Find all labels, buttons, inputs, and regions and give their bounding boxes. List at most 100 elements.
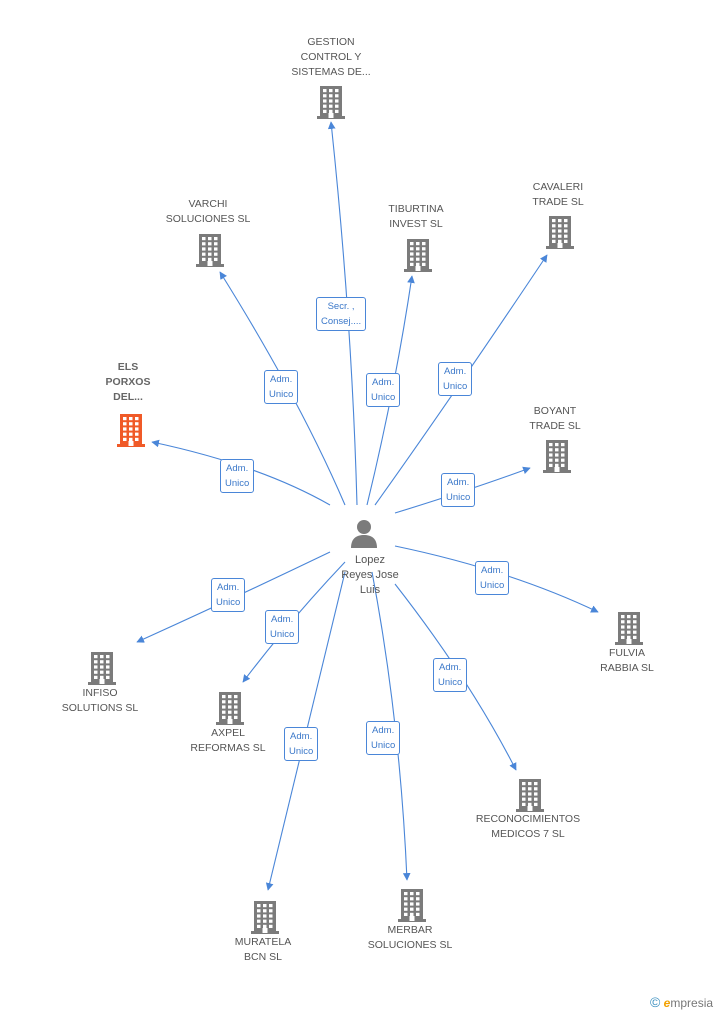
company-node-merbar[interactable] (396, 887, 428, 928)
company-node-els[interactable] (115, 412, 147, 453)
role-badge-reconocimientos: Adm.Unico (433, 658, 468, 692)
role-text: Adm. (290, 731, 313, 742)
brand-initial: e (663, 996, 671, 1010)
role-badge-els: Adm. Unico (220, 459, 255, 493)
person-icon[interactable] (349, 518, 379, 553)
role-text: Unico (480, 580, 505, 591)
company-label-line: MERBAR (387, 924, 433, 936)
company-label-line: BCN SL (244, 951, 282, 963)
company-label-fulvia[interactable]: FULVIA RABBIA SL (557, 646, 697, 676)
role-badge-merbar: Adm. Unico (366, 721, 401, 755)
role-text: Adm. (217, 582, 240, 593)
company-label-line: MEDICOS 7 SL (491, 828, 565, 840)
role-badge-muratela: Adm. Unico (284, 727, 319, 761)
building-icon (516, 779, 544, 812)
role-badge-gestion: Secr. , Consej.... (316, 297, 367, 331)
company-label-infiso[interactable]: INFISO SOLUTIONS SL (30, 686, 170, 716)
role-text: Unico (443, 381, 468, 392)
company-label-boyant[interactable]: BOYANT TRADE SL (485, 404, 625, 434)
company-label-line: MURATELA (234, 936, 292, 948)
person-glyph (351, 520, 377, 548)
building-icon (398, 889, 426, 922)
company-node-gestion[interactable] (315, 84, 347, 125)
role-badge-tiburtina: Adm. Unico (366, 373, 401, 407)
brand-footer[interactable]: © empresia (650, 994, 713, 1010)
company-label-line: REFORMAS SL (190, 742, 266, 754)
company-label-line: FULVIA (609, 647, 645, 659)
company-label-line: TIBURTINA (388, 203, 444, 215)
company-node-boyant[interactable] (541, 438, 573, 479)
role-text: Unico (270, 629, 295, 640)
building-icon (88, 652, 116, 685)
company-label-line: PORXOS (105, 376, 151, 388)
company-label-line: CAVALERI (532, 181, 584, 193)
role-badge-varchi: Adm. Unico (264, 370, 299, 404)
company-label-line: INVEST SL (389, 218, 443, 230)
company-node-cavaleri[interactable] (544, 214, 576, 255)
company-node-infiso[interactable] (86, 650, 118, 691)
role-badge-infiso: Adm. Unico (211, 578, 246, 612)
building-icon (251, 901, 279, 934)
role-badge-fulvia: Adm. Unico (475, 561, 510, 595)
company-label-cavaleri[interactable]: CAVALERI TRADE SL (488, 180, 628, 210)
role-text: Unico (446, 492, 471, 503)
company-label-line: ELS (117, 361, 139, 373)
role-text: Adm. (444, 366, 467, 377)
company-label-line: AXPEL (211, 727, 245, 739)
building-icon (216, 692, 244, 725)
center-person-label: Lopez Reyes Jose Luis (341, 554, 399, 596)
company-label-line: DEL... (113, 391, 143, 403)
company-label-line: TRADE SL (529, 420, 581, 432)
company-label-line: SOLUTIONS SL (61, 702, 139, 714)
role-text: Unico (371, 740, 396, 751)
company-node-tiburtina[interactable] (402, 237, 434, 278)
role-text: Adm. (271, 614, 294, 625)
company-label-muratela[interactable]: MURATELA BCN SL (193, 935, 333, 965)
building-icon (615, 612, 643, 645)
role-text: Secr. , (327, 301, 355, 312)
company-label-line: CONTROL Y (300, 51, 362, 63)
role-badge-cavaleri: Adm. Unico (438, 362, 473, 396)
company-label-merbar[interactable]: MERBAR SOLUCIONES SL (340, 923, 480, 953)
company-node-reconocimientos[interactable] (514, 777, 546, 818)
company-label-tiburtina[interactable]: TIBURTINA INVEST SL (346, 202, 486, 232)
building-icon (546, 216, 574, 249)
role-text: Unico (225, 478, 250, 489)
role-text: Unico (216, 597, 241, 608)
company-label-line: TRADE SL (532, 196, 584, 208)
role-text: Unico (371, 392, 396, 403)
company-node-axpel[interactable] (214, 690, 246, 731)
company-node-fulvia[interactable] (613, 610, 645, 651)
company-node-varchi[interactable] (194, 232, 226, 273)
role-text: Unico (289, 746, 314, 757)
role-text: Adm. (226, 463, 249, 474)
brand-name: mpresia (670, 996, 714, 1010)
building-icon (196, 234, 224, 267)
company-label-axpel[interactable]: AXPEL REFORMAS SL (158, 726, 298, 756)
company-label-line: SOLUCIONES SL (165, 213, 251, 225)
building-icon (543, 440, 571, 473)
building-icon (117, 414, 145, 447)
role-text: Adm. (372, 377, 395, 388)
role-badge-boyant: Adm. Unico (441, 473, 476, 507)
company-label-line: BOYANT (533, 405, 577, 417)
role-text: Adm. (447, 477, 470, 488)
company-label-line: GESTION (307, 36, 355, 48)
company-label-line: SOLUCIONES SL (367, 939, 453, 951)
role-text: Unico (438, 677, 463, 688)
role-text: Adm. (270, 374, 293, 385)
role-text: Unico (269, 389, 294, 400)
role-text: Adm. (481, 565, 504, 576)
company-label-line: INFISO (82, 687, 118, 699)
company-label-line: RABBIA SL (600, 662, 654, 674)
company-label-els[interactable]: ELS PORXOS DEL... (58, 360, 198, 405)
company-node-muratela[interactable] (249, 899, 281, 940)
building-icon (317, 86, 345, 119)
building-icon (404, 239, 432, 272)
role-text: Consej.... (321, 316, 362, 327)
role-text: Adm. (372, 725, 395, 736)
copyright-symbol: © (650, 994, 661, 1010)
